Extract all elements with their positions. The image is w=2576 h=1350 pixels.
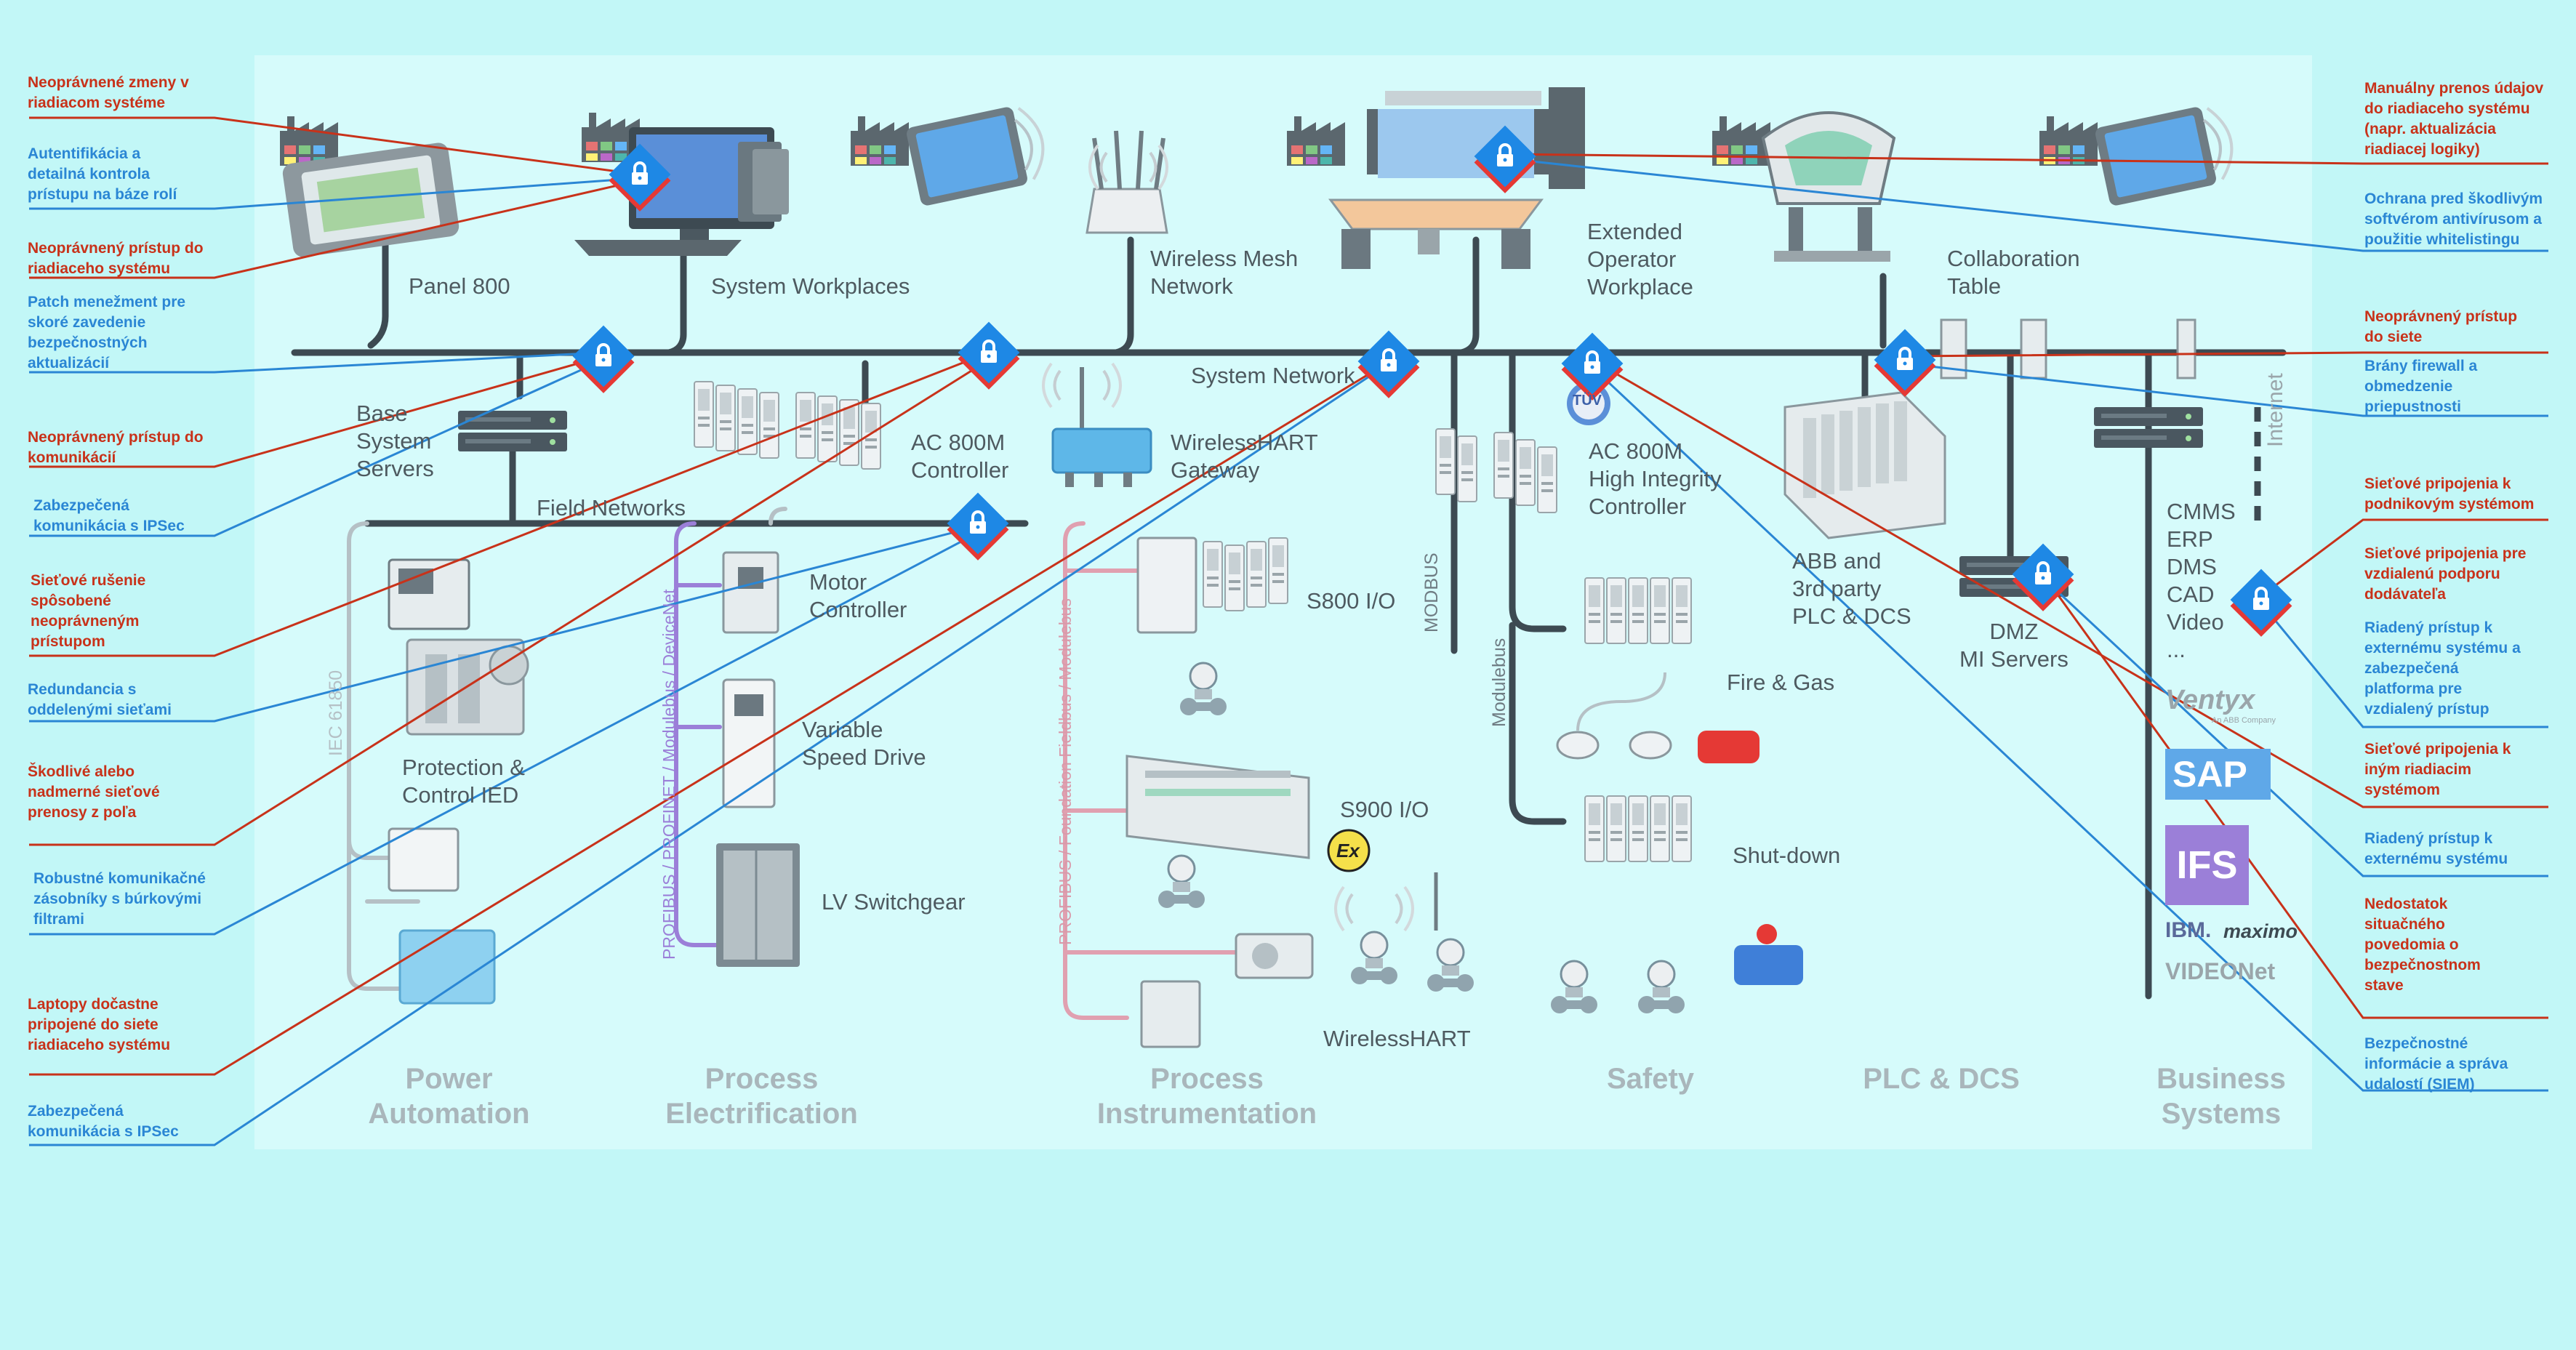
collaboration-table-label: Collaboration Table [1947,246,2080,299]
ifs-logo: IFS [2165,825,2249,905]
modulebus-label: Modulebus [1489,638,1509,727]
panel800-label: Panel 800 [409,273,510,299]
lock-icon [2010,542,2076,613]
s900-device [1126,755,1371,909]
s800-device [1136,537,1288,717]
annotation-leader-lines [29,116,2548,1146]
annotation-right-11: Bezpečnostné informácie a správa udalost… [2364,1035,2508,1093]
business-systems-list: CMMS ERP DMS CAD Video ... [2167,499,2236,662]
wirelesshart-gateway-label: WirelessHART Gateway [1171,430,1318,483]
ibm-logo: IBM. [2165,918,2212,942]
annotation-right-2: Ochrana pred škodlivým softvérom antivír… [2364,190,2543,248]
plc-dcs-label: ABB and 3rd party PLC & DCS [1792,548,1911,629]
firewall-devices [1940,318,2196,379]
annotation-right-4: Brány firewall a obmedzenie priepustnost… [2364,358,2478,415]
base-system-servers-label: Base System Servers [356,401,434,481]
category-power-automation: Power Automation [368,1063,530,1130]
system-workplaces-device [574,113,789,256]
category-business-systems: Business Systems [2156,1063,2286,1130]
lock-icon [945,491,1011,562]
annotation-left-11: Laptopy dočastne pripojené do siete riad… [28,996,171,1053]
field-networks-label: Field Networks [537,495,686,521]
category-plc-dcs: PLC & DCS [1863,1063,2020,1095]
s800-label: S800 I/O [1307,588,1396,614]
extended-operator-device [1287,87,1585,269]
collaboration-table-device [1712,111,1896,262]
annotation-right-10: Nedostatok situačného povedomia o bezpeč… [2364,896,2481,994]
annotation-right-9: Riadený prístup k externému systému [2364,830,2508,867]
category-safety: Safety [1606,1063,1695,1095]
vsd-label: Variable Speed Drive [802,717,926,770]
annotation-left-7: Sieťové rušenie spôsobené neoprávneným p… [31,572,146,650]
fire-gas-device [1556,577,1760,763]
fire-gas-label: Fire & Gas [1727,670,1835,695]
annotation-left-9: Škodlivé alebo nadmerné sieťové prenosy … [28,763,160,821]
wirelesshart-gateway-device [1042,362,1152,487]
annotation-left-8: Redundancia s oddelenými sieťami [28,681,172,718]
wirelesshart-label: WirelessHART [1323,1026,1471,1051]
ventyx-logo: Ventyx [2165,685,2255,715]
videonet-logo: VIDEONet [2165,958,2276,984]
annotation-left-6: Zabezpečená komunikácia s IPSec [33,497,185,534]
annotation-left-10: Robustné komunikačné zásobníky s búrkový… [33,870,206,928]
protection-ied-label: Protection & Control IED [402,755,525,808]
plc-dcs-device [1783,391,1946,539]
category-process-instrumentation: Process Instrumentation [1096,1063,1317,1130]
system-workplaces-label: System Workplaces [711,273,910,299]
s900-label: S900 I/O [1340,797,1429,822]
annotation-right-8: Sieťové pripojenia k iným riadiacim syst… [2364,741,2511,798]
lock-icon [956,320,1022,391]
annotation-right-7: Riadený prístup k externému systému a za… [2364,619,2521,718]
profibus-pe-label: PROFIBUS / PROFINET / Modulebus / Device… [659,589,678,960]
profibus-pi-label: PROFIBUS / Foundation Fieldbus / Moduleb… [1056,598,1075,945]
base-system-servers-device [458,411,567,451]
annotation-left-2: Autentifikácia a detailná kontrola príst… [28,145,177,203]
lock-icon [1560,331,1625,402]
ex-logo: Ex [1336,840,1360,861]
dmz-label: DMZ MI Servers [1959,619,2069,672]
annotation-left-5: Neoprávnený prístup do komunikácií [28,429,204,466]
extended-operator-label: Extended Operator Workplace [1587,219,1693,300]
annotation-right-5: Sieťové pripojenia k podnikovým systémom [2364,475,2535,513]
shutdown-label: Shut-down [1733,843,1841,868]
iec-61850-label: IEC 61850 [326,670,346,756]
annotation-right-6: Sieťové pripojenia pre vzdialenú podporu… [2364,545,2527,603]
lv-switchgear-label: LV Switchgear [822,889,966,915]
annotation-left-3: Neoprávnený prístup do riadiaceho systém… [28,240,204,277]
wireless-mesh-label: Wireless Mesh Network [1150,246,1299,299]
category-process-electrification: Process Electrification [665,1063,858,1130]
ventyx-subtitle: An ABB Company [2212,716,2276,725]
tablet-device-1 [851,100,1052,209]
wireless-mesh-device [1086,130,1168,234]
lv-switchgear-device [716,843,800,967]
annotation-right-1: Manuálny prenos údajov do riadiaceho sys… [2364,80,2544,158]
wirelesshart-devices [1140,872,1475,1048]
shutdown-device [1549,795,1803,1015]
vsd-device [722,678,776,808]
motor-controller-label: Motor Controller [809,569,907,622]
ac800m-hi-label: AC 800M High Integrity Controller [1589,438,1722,519]
annotation-right-3: Neoprávnený prístup do siete [2364,308,2518,345]
internet-label: Internet [2263,373,2287,447]
tuv-logo: TÜV [1573,393,1602,409]
motor-controller-device [722,551,779,634]
modbus-label: MODBUS [1421,553,1442,632]
annotation-left-1: Neoprávnené zmeny v riadiacom systéme [28,74,189,111]
tablet-device-2 [2039,100,2241,209]
annotation-left-12: Zabezpečená komunikácia s IPSec [28,1103,179,1140]
panel800-device [280,116,460,257]
lock-icon [1356,329,1421,400]
maximo-logo: maximo [2223,920,2298,942]
system-network-label: System Network [1191,363,1355,388]
ac800m-controller-label: AC 800M Controller [911,430,1009,483]
annotation-left-4: Patch menežment pre skoré zavedenie bezp… [28,294,186,371]
lock-icon [571,324,636,395]
sap-logo: SAP [2165,749,2271,800]
